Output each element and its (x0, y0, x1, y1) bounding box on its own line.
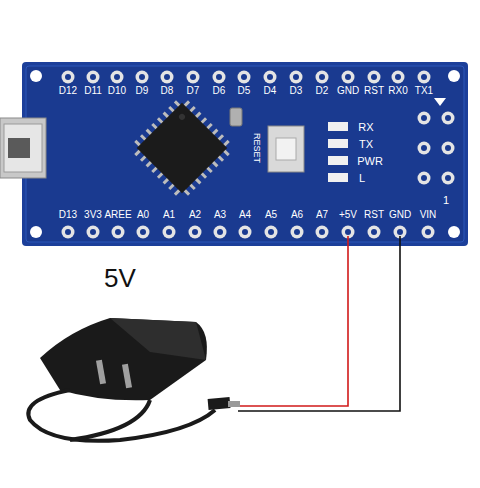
board-marking: RESET (252, 133, 261, 163)
pin-name: RX0 (388, 86, 407, 96)
microcontroller-chip (128, 94, 235, 201)
pin-name: A6 (291, 210, 303, 220)
pin-name: RST (364, 86, 384, 96)
pin-name: D10 (108, 86, 126, 96)
pin-name: A7 (316, 210, 328, 220)
pin-name: D4 (264, 86, 277, 96)
pin-name: D7 (187, 86, 200, 96)
usb-connector (0, 118, 46, 178)
pin-name: A5 (265, 210, 277, 220)
pin-name: A3 (214, 210, 226, 220)
pin-name: A2 (189, 210, 201, 220)
reset-button (268, 126, 304, 172)
pin-name: A1 (163, 210, 175, 220)
pin-name: GND (389, 210, 411, 220)
board-marking: RX (358, 122, 373, 133)
board-marking: TX (359, 139, 373, 150)
pin-name: 3V3 (84, 210, 102, 220)
pin-name: D9 (136, 86, 149, 96)
board-marking: L (359, 173, 365, 184)
pin-name: D5 (238, 86, 251, 96)
led-row (328, 122, 348, 182)
nano-board (22, 62, 468, 246)
pin-name: GND (337, 86, 359, 96)
voltage-label: 5V (104, 265, 136, 291)
board-marking: PWR (357, 156, 383, 167)
pin-name: A4 (239, 210, 251, 220)
board-marking: 1 (443, 195, 449, 206)
pin-name: D8 (161, 86, 174, 96)
power-wires (238, 236, 400, 411)
pin-name: D11 (84, 86, 102, 96)
pin-name: +5V (339, 210, 357, 220)
pin-name: D6 (213, 86, 226, 96)
pin-name: A0 (137, 210, 149, 220)
pin-name: D2 (316, 86, 329, 96)
crystal (230, 108, 242, 126)
pin-name: VIN (420, 210, 437, 220)
pin-name: D12 (59, 86, 77, 96)
pin-name: AREE (104, 210, 131, 220)
pin-name: D3 (290, 86, 303, 96)
pin-name: D13 (59, 210, 77, 220)
pin-name: RST (364, 210, 384, 220)
power-adapter (28, 318, 240, 441)
pin-name: TX1 (415, 86, 433, 96)
